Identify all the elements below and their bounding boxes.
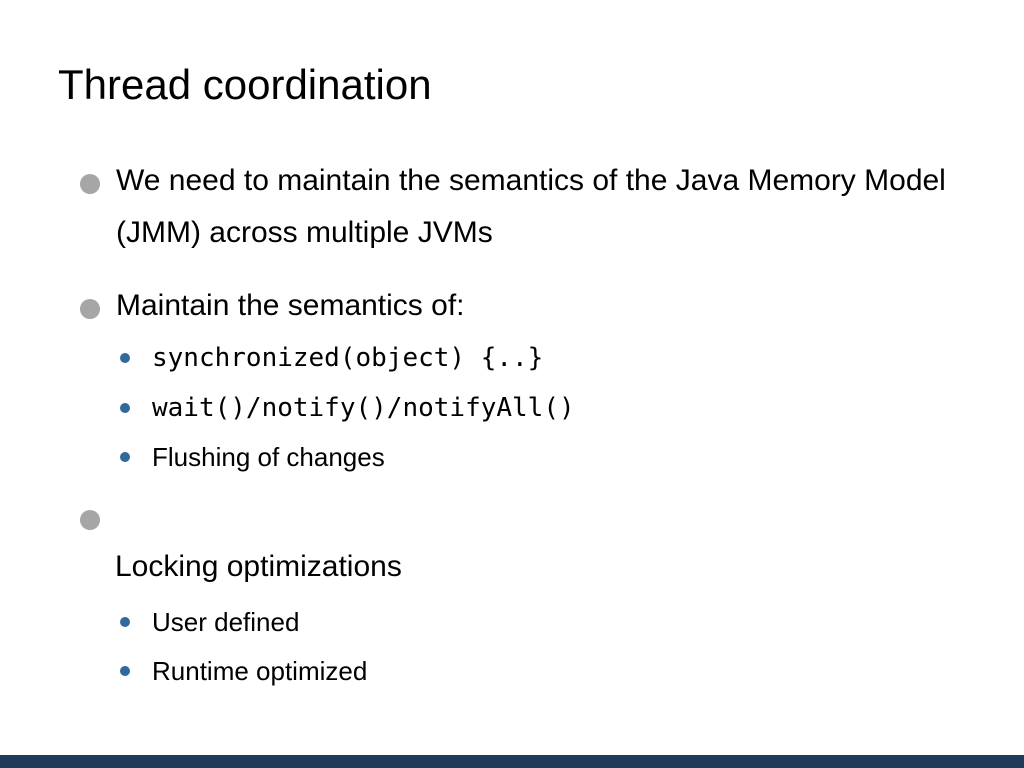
sub-bullet-item: Flushing of changes <box>120 440 385 474</box>
bullet-item: We need to maintain the semantics of the… <box>80 155 968 259</box>
bullet-text: Maintain the semantics of: <box>116 289 465 322</box>
sub-bullet-dot-icon <box>120 666 130 676</box>
page-title: Thread coordination <box>58 61 432 108</box>
bullet-text: We need to maintain the semantics of the… <box>116 164 946 249</box>
sub-bullet-text: wait()/notify()/notifyAll() <box>152 393 575 423</box>
bullet-dot-icon <box>80 174 100 194</box>
sub-bullet-text: User defined <box>152 607 300 637</box>
sub-bullet-text: Runtime optimized <box>152 656 368 686</box>
sub-bullet-item: Runtime optimized <box>120 654 367 688</box>
bullet-dot-icon <box>80 299 100 319</box>
sub-bullet-item: wait()/notify()/notifyAll() <box>120 391 575 425</box>
sub-bullet-text: synchronized(object) {..} <box>152 343 544 373</box>
sub-bullet-text: Flushing of changes <box>152 442 385 472</box>
bullet-dot-icon <box>80 510 100 530</box>
bullet-continuation-text: Locking optimizations <box>115 550 402 583</box>
sub-bullet-dot-icon <box>120 403 130 413</box>
sub-bullet-dot-icon <box>120 452 130 462</box>
sub-bullet-item: User defined <box>120 605 299 639</box>
footer-bar <box>0 755 1024 768</box>
bullet-item: Maintain the semantics of: <box>80 280 968 332</box>
bullet-item-empty <box>80 491 968 530</box>
sub-bullet-dot-icon <box>120 353 130 363</box>
sub-bullet-item: synchronized(object) {..} <box>120 341 543 375</box>
sub-bullet-dot-icon <box>120 617 130 627</box>
